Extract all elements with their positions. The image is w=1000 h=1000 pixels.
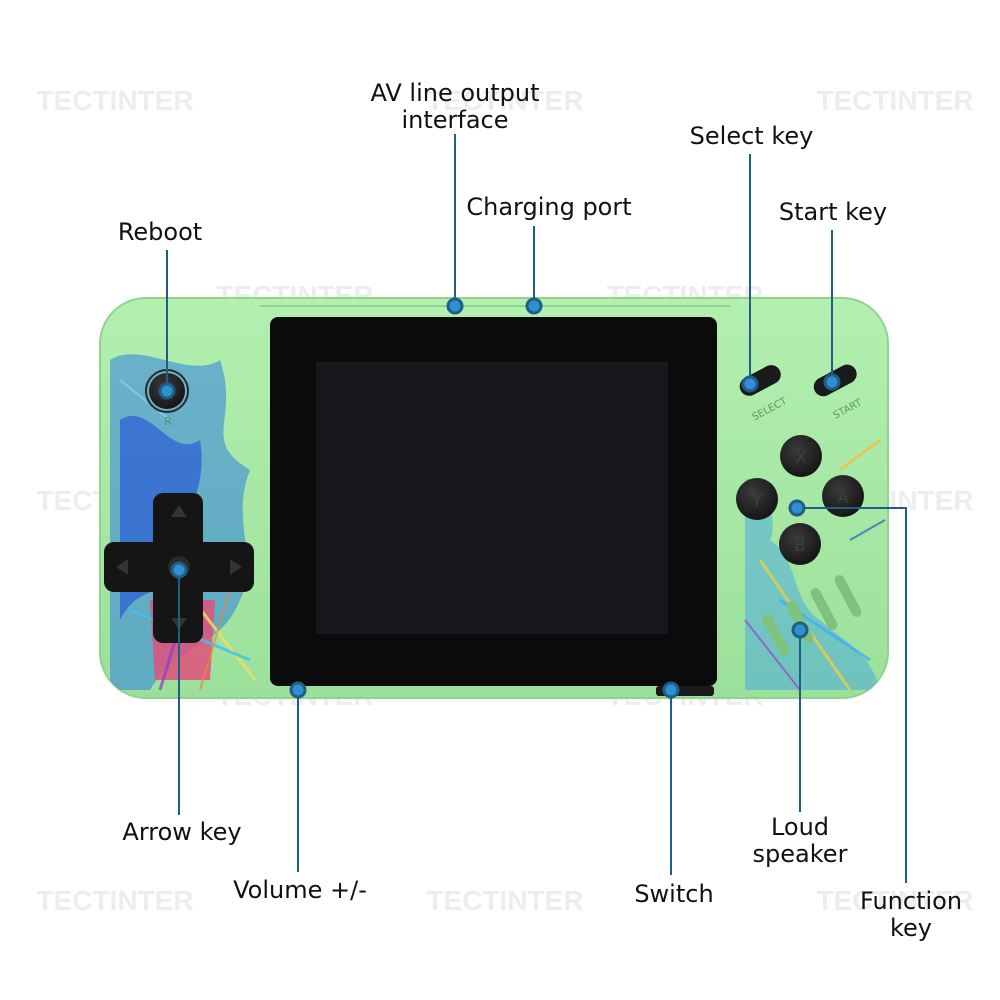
start-key-label: Start key (778, 198, 888, 226)
charging-port-label: Charging port (466, 193, 632, 221)
reboot-button-letter: R (164, 415, 172, 428)
watermark-text: TECTINTER (816, 885, 973, 916)
watermark-text: TECTINTER (816, 85, 973, 116)
callout-dots (158, 297, 841, 699)
b-button[interactable] (779, 523, 821, 565)
y-button[interactable] (736, 478, 778, 520)
av-output-label: AV line output interface (370, 79, 540, 134)
function-key-leader (797, 507, 907, 883)
x-button-letter: X (795, 448, 807, 468)
watermark-text: TECTINTER (36, 885, 193, 916)
function-key-label: Function key (859, 887, 963, 942)
watermark-text: TECTINTER (36, 85, 193, 116)
arrow-key-label: Arrow key (122, 818, 242, 846)
volume-label: Volume +/- (233, 876, 367, 904)
watermark-text: TECTINTER (426, 885, 583, 916)
b-button-letter: B (794, 536, 806, 556)
screen-display (316, 362, 668, 634)
loud-speaker-label: Loud speaker (752, 813, 848, 868)
switch-label: Switch (634, 880, 714, 908)
reboot-label: Reboot (117, 218, 203, 246)
callout-leaders (166, 134, 907, 883)
select-key-label: Select key (689, 122, 814, 150)
y-button-letter: Y (751, 491, 763, 511)
a-button[interactable] (822, 475, 864, 517)
handheld-console: R SELECT START (99, 297, 889, 699)
watermark-text: TECTINTER (426, 85, 583, 116)
x-button[interactable] (780, 435, 822, 477)
a-button-letter: A (837, 488, 849, 508)
